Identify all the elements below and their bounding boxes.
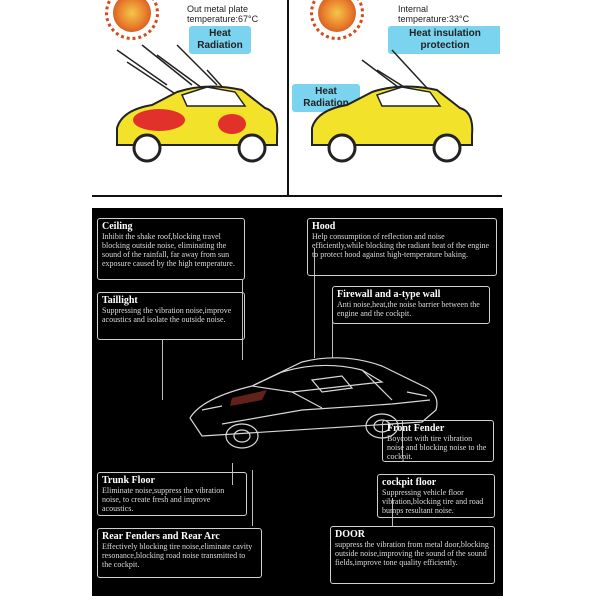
ceiling-title: Ceiling	[102, 221, 133, 232]
firewall-title: Firewall and a-type wall	[337, 289, 441, 300]
hood-desc: Help consumption of reflection and noise…	[312, 232, 490, 259]
heat-insulation-bubble: Heat insulation protection	[388, 26, 500, 54]
rear-fenders-title: Rear Fenders and Rear Arc	[102, 531, 220, 542]
car-wireframe-illustration	[189, 357, 438, 449]
hood-callout: Hood Help consumption of reflection and …	[307, 218, 497, 276]
trunk-floor-desc: Eliminate noise,suppress the vibration n…	[102, 486, 225, 513]
door-callout: DOOR suppress the vibration from metal d…	[330, 526, 495, 584]
section-rule	[92, 195, 502, 197]
ceiling-desc: Inhibit the shake roof,blocking travel b…	[102, 232, 235, 268]
sun-icon	[310, 0, 364, 40]
cockpit-floor-title: cockpit floor	[382, 477, 437, 488]
internal-temp-label: Internal temperature:33°C	[398, 4, 470, 24]
connector-line	[232, 463, 233, 485]
taillight-callout: Taillight Suppressing the vibration nois…	[97, 292, 245, 340]
connector-line	[252, 470, 253, 526]
connector-line	[332, 313, 333, 358]
cockpit-floor-desc: Suppressing vehicle floor vibration,bloc…	[382, 488, 484, 515]
connector-line	[314, 248, 315, 358]
connector-line	[242, 280, 243, 360]
hood-title: Hood	[312, 221, 336, 232]
panel-divider	[287, 0, 289, 195]
firewall-desc: Anti noise,heat,the noise barrier betwee…	[337, 300, 480, 318]
taillight-title: Taillight	[102, 295, 138, 306]
sun-icon	[105, 0, 159, 40]
car-parts-diagram: Ceiling Inhibit the shake roof,blocking …	[92, 208, 503, 596]
rear-fenders-desc: Effectively blocking tire noise,eliminat…	[102, 542, 253, 569]
front-fender-desc: Boycott with tire vibration noise and bl…	[387, 434, 487, 461]
door-desc: suppress the vibration from metal door,b…	[335, 540, 489, 567]
front-fender-callout: Front Fender Boycott with tire vibration…	[382, 420, 494, 462]
ceiling-callout: Ceiling Inhibit the shake roof,blocking …	[97, 218, 245, 280]
rear-fenders-callout: Rear Fenders and Rear Arc Effectively bl…	[97, 528, 262, 578]
door-title: DOOR	[335, 529, 365, 540]
outer-temp-label: Out metal plate temperature:67°C	[187, 4, 259, 24]
taillight-desc: Suppressing the vibration noise,improve …	[102, 306, 232, 324]
car-protected-icon	[311, 49, 474, 163]
trunk-floor-callout: Trunk Floor Eliminate noise,suppress the…	[97, 472, 247, 516]
firewall-callout: Firewall and a-type wall Anti noise,heat…	[332, 286, 490, 324]
car-heated-icon	[116, 44, 279, 163]
heat-radiation-panel: Out metal plate temperature:67°C Heat Ra…	[95, 0, 285, 192]
cockpit-floor-callout: cockpit floor Suppressing vehicle floor …	[377, 474, 495, 518]
connector-line	[162, 340, 163, 400]
front-fender-title: Front Fender	[387, 423, 445, 434]
trunk-floor-title: Trunk Floor	[102, 475, 155, 486]
heat-insulation-panel: Internal temperature:33°C Heat insulatio…	[290, 0, 500, 192]
heat-radiation-bubble: Heat Radiation	[189, 26, 251, 54]
connector-line	[392, 498, 393, 526]
connector-line	[402, 420, 403, 458]
